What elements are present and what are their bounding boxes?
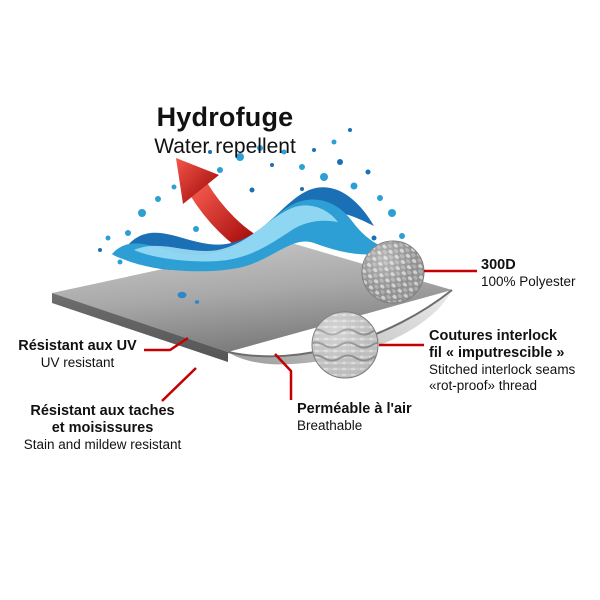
seams-label-fr-line2: fil « imputrescible » [429, 345, 565, 362]
water-splash-illustration [98, 128, 405, 272]
feature-seams-label: Coutures interlock fil « imputrescible »… [429, 328, 594, 394]
water-drop-on-fabric [177, 291, 187, 299]
page-title: Hydrofuge Water repellent [100, 102, 350, 160]
feature-stain-label: Résistant aux taches et moisissures Stai… [15, 403, 190, 453]
fabric-title: 300D [481, 257, 516, 273]
connector-uv [144, 336, 189, 352]
texture-inset-seams [311, 311, 379, 379]
connector-lines [144, 269, 477, 402]
title-en: Water repellent [154, 134, 296, 158]
feature-uv-label: Résistant aux UV UV resistant [10, 338, 145, 371]
title-fr: Hydrofuge [156, 102, 294, 132]
breathable-label-fr: Perméable à l'air [297, 401, 412, 417]
seams-label-en-line1: Stitched interlock seams [429, 362, 576, 378]
uv-label-fr: Résistant aux UV [18, 338, 137, 354]
texture-inset-300d [361, 240, 425, 304]
uv-label-en: UV resistant [40, 355, 115, 371]
connector-breathable [274, 353, 293, 400]
seams-label-fr-line1: Coutures interlock [429, 328, 558, 344]
water-droplets [105, 139, 405, 265]
breathable-label-en: Breathable [297, 418, 363, 434]
fabric-subtitle: 100% Polyester [481, 274, 576, 290]
stain-label-en: Stain and mildew resistant [23, 437, 182, 453]
connector-stain [161, 367, 197, 402]
feature-breathable-label: Perméable à l'air Breathable [297, 401, 447, 434]
seams-label-en-line2: «rot-proof» thread [429, 378, 538, 394]
red-arrow-icon [176, 158, 264, 258]
stain-label-fr-line2: et moisissures [51, 420, 154, 437]
stain-label-fr-line1: Résistant aux taches [30, 403, 175, 419]
feature-300d-label: 300D 100% Polyester [481, 257, 596, 290]
